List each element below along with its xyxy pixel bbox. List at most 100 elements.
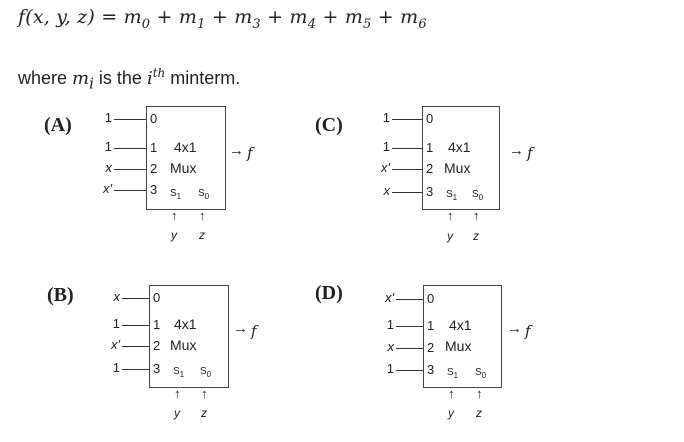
arrow-up-icon: ↑	[473, 208, 480, 223]
pin-1: 1	[426, 140, 434, 155]
equals-sign: =	[94, 6, 124, 28]
pin-0: 0	[427, 291, 435, 306]
select-z: z	[476, 406, 482, 420]
input-2-label: x	[387, 339, 395, 354]
input-wire	[396, 326, 423, 327]
input-1-label: 1	[104, 139, 112, 154]
input-wire	[392, 169, 422, 170]
term-m: m	[400, 6, 419, 28]
pin-3: 3	[426, 184, 434, 199]
pin-0: 0	[150, 111, 158, 126]
s0-letter: S	[472, 189, 479, 200]
arrow-right-icon: →	[229, 142, 244, 159]
option-c[interactable]: (C) 1 1 x' x 0 1 2 3 4x1 Mux S1 S0 ↑ ↑ y…	[313, 104, 613, 254]
arrow-up-icon: ↑	[201, 386, 208, 401]
select-s0: S0	[472, 189, 483, 202]
mux-name: Mux	[444, 160, 471, 176]
mux-size: 4x1	[174, 139, 197, 155]
where-post: minterm.	[165, 68, 241, 88]
select-s1: S1	[447, 367, 458, 380]
term-m: m	[123, 6, 142, 28]
where-mid: is the	[93, 68, 147, 88]
select-z: z	[201, 406, 207, 420]
mux-name: Mux	[445, 338, 472, 354]
input-1-label: 1	[112, 316, 120, 331]
term-m: m	[344, 6, 364, 28]
where-text: where	[18, 68, 73, 88]
select-y: y	[174, 406, 180, 420]
arrow-up-icon: ↑	[447, 208, 454, 223]
option-label: (C)	[315, 114, 343, 136]
input-wire	[396, 299, 423, 300]
arrow-right-icon: →	[509, 142, 524, 159]
s1-sub: 1	[452, 193, 458, 202]
select-z: z	[473, 229, 479, 243]
s1-letter: S	[173, 366, 180, 377]
s0-sub: 0	[206, 370, 212, 379]
term-sub: 1	[197, 16, 206, 32]
mux-size: 4x1	[448, 139, 471, 155]
term-m: m	[234, 6, 253, 28]
pin-2: 2	[150, 161, 158, 176]
output-f: f	[251, 322, 257, 340]
pin-2: 2	[427, 340, 435, 355]
input-wire	[392, 192, 422, 193]
function-expression: f(x, y, z) = m0 + m1 + m3 + m4 + m5 + m6	[18, 6, 427, 32]
plus-sign: +	[371, 6, 401, 28]
pin-2: 2	[426, 161, 434, 176]
input-0-label: x	[113, 289, 121, 304]
s0-sub: 0	[481, 371, 487, 380]
input-3-label: 1	[112, 360, 120, 375]
option-d[interactable]: (D) x' 1 x 1 0 1 2 3 4x1 Mux S1 S0 ↑ ↑ y…	[313, 282, 613, 432]
arrow-up-icon: ↑	[174, 386, 181, 401]
input-wire	[122, 325, 149, 326]
select-s1: S1	[170, 188, 181, 201]
select-y: y	[171, 228, 177, 242]
pin-3: 3	[427, 362, 435, 377]
term-sub: 4	[307, 16, 317, 32]
plus-sign: +	[150, 6, 179, 28]
where-m: m	[72, 68, 90, 89]
term-sub: 6	[418, 16, 427, 32]
s0-sub: 0	[478, 193, 484, 202]
s0-sub: 0	[204, 192, 210, 201]
s0-letter: S	[475, 367, 482, 378]
input-2-label: x'	[111, 337, 120, 352]
input-wire	[114, 119, 146, 120]
term-sub: 0	[141, 16, 151, 32]
output-f: f	[527, 144, 533, 162]
input-wire	[114, 169, 146, 170]
mux-box	[423, 285, 502, 388]
option-label: (B)	[47, 284, 74, 306]
term-sub: 5	[363, 16, 372, 32]
mux-box	[146, 106, 226, 210]
pin-1: 1	[427, 318, 435, 333]
select-y: y	[448, 406, 454, 420]
plus-sign: +	[260, 6, 290, 28]
select-s0: S0	[198, 188, 209, 201]
option-b[interactable]: (B) x 1 x' 1 0 1 2 3 4x1 Mux S1 S0 ↑ ↑ y…	[40, 282, 340, 432]
output-f: f	[247, 144, 253, 162]
input-wire	[122, 346, 149, 347]
arrow-up-icon: ↑	[199, 208, 206, 223]
pin-3: 3	[150, 182, 158, 197]
s1-letter: S	[446, 189, 453, 200]
select-s0: S0	[475, 367, 486, 380]
input-3-label: 1	[386, 361, 394, 376]
input-wire	[122, 369, 149, 370]
pin-3: 3	[153, 361, 161, 376]
input-2-label: x'	[381, 160, 390, 175]
input-0-label: x'	[385, 290, 394, 305]
arrow-right-icon: →	[507, 320, 522, 337]
minterm-note: where mi is the ith minterm.	[18, 66, 240, 93]
input-3-label: x	[383, 183, 391, 198]
s1-sub: 1	[176, 192, 182, 201]
mux-box	[422, 106, 500, 210]
input-wire	[114, 190, 146, 191]
pin-0: 0	[153, 290, 161, 305]
option-a[interactable]: (A) 1 1 x x' 0 1 2 3 4x1 Mux S1 S0 ↑ ↑ y…	[40, 104, 340, 254]
input-0-label: 1	[104, 110, 112, 125]
output-f: f	[525, 322, 531, 340]
option-label: (A)	[44, 114, 72, 136]
mux-name: Mux	[170, 337, 197, 353]
